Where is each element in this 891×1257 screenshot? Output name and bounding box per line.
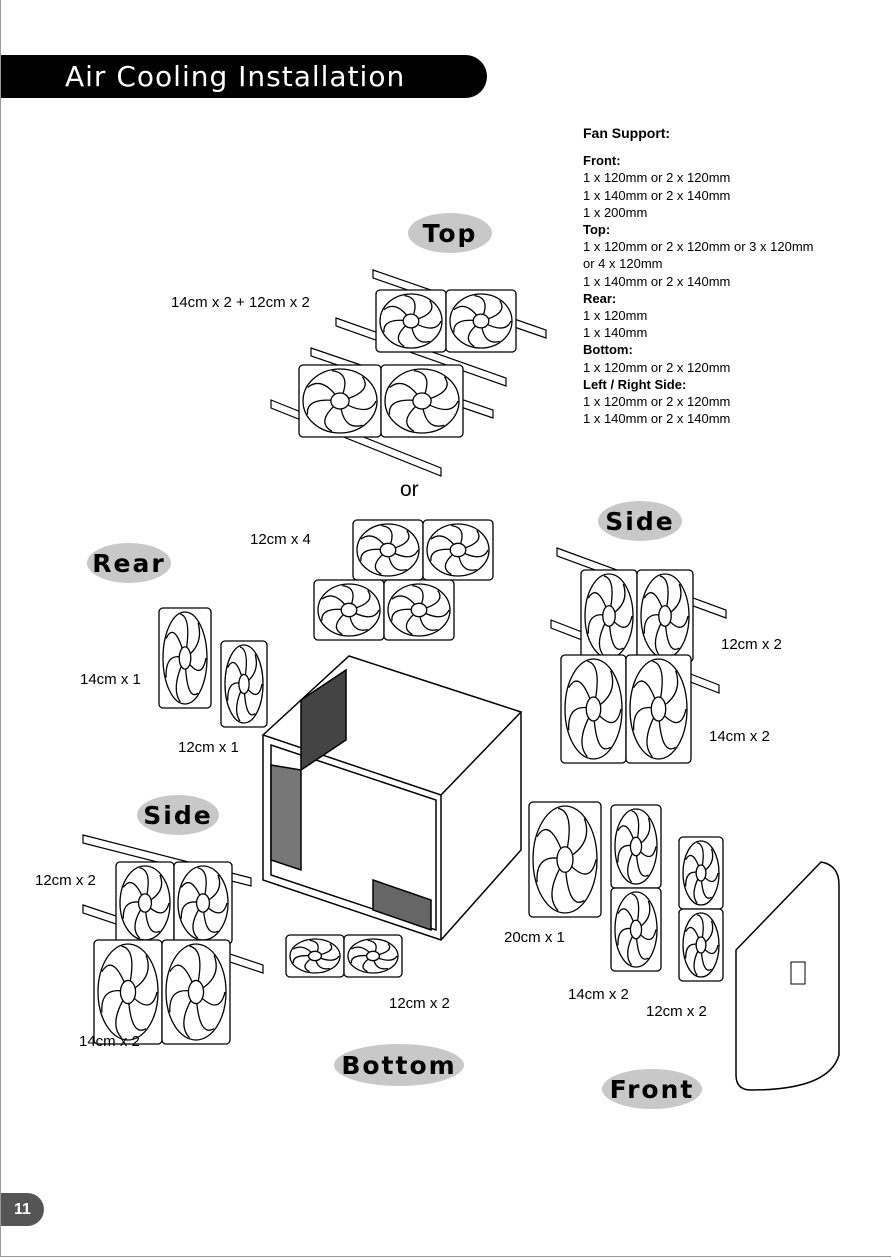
spec-heading: Bottom:	[583, 342, 633, 358]
fan-label: 14cm x 2	[568, 986, 629, 1003]
fan-icon	[375, 289, 447, 353]
fan-icon	[343, 934, 403, 978]
section-header: Air Cooling Installation	[1, 55, 487, 98]
spec-line: 1 x 120mm or 2 x 120mm	[583, 394, 731, 410]
fan-label: 12cm x 2	[646, 1003, 707, 1020]
fan-icon	[313, 579, 385, 641]
fan-icon	[580, 569, 638, 663]
position-label-side-left: Side	[137, 795, 219, 835]
section-title: Air Cooling Installation	[65, 60, 406, 93]
spec-line: 1 x 120mm or 2 x 120mm or 3 x 120mm	[583, 239, 814, 255]
fan-icon	[380, 364, 464, 438]
spec-line: 1 x 120mm or 2 x 120mm	[583, 170, 731, 186]
front-fan-140a	[610, 804, 662, 889]
front-fan-140b	[610, 887, 662, 972]
fan-label: 12cm x 4	[250, 531, 311, 548]
spec-line: 1 x 200mm	[583, 204, 648, 220]
fan-icon	[445, 289, 517, 353]
pc-case	[261, 655, 523, 942]
fan-label: 14cm x 2 + 12cm x 2	[171, 294, 310, 311]
position-label-top: Top	[408, 213, 492, 253]
fan-icon	[383, 579, 455, 641]
position-label-bottom: Bottom	[334, 1044, 464, 1086]
front-panel	[735, 861, 840, 1091]
fan-label: 12cm x 2	[389, 995, 450, 1012]
spec-line: or 4 x 120mm	[583, 256, 663, 272]
spec-line: 1 x 140mm or 2 x 140mm	[583, 187, 731, 203]
fan-icon	[93, 939, 163, 1045]
spec-line: 1 x 140mm	[583, 325, 648, 341]
position-label-side-right: Side	[598, 501, 682, 541]
spec-heading: Rear:	[583, 290, 617, 306]
fan-label: 14cm x 1	[80, 671, 141, 688]
fan-icon	[173, 861, 233, 945]
fan-icon	[560, 654, 627, 764]
rear-fan-120	[220, 640, 268, 728]
power-button-icon	[790, 961, 806, 985]
fan-icon	[625, 654, 692, 764]
spec-heading: Left / Right Side:	[583, 376, 687, 392]
fan-label: 12cm x 1	[178, 739, 239, 756]
or-text: or	[400, 478, 419, 501]
fan-label: 14cm x 2	[79, 1033, 140, 1050]
fan-icon	[422, 519, 494, 581]
fan-icon	[161, 939, 231, 1045]
spec-heading: Front:	[583, 153, 621, 169]
fan-support-title: Fan Support:	[583, 125, 671, 141]
rear-fan-140	[158, 607, 212, 709]
spec-heading: Top:	[583, 222, 611, 238]
page-number: 11	[1, 1193, 44, 1226]
fan-label: 12cm x 2	[721, 636, 782, 653]
front-fan-120a	[678, 836, 724, 910]
fan-icon	[285, 934, 345, 978]
fan-icon	[636, 569, 694, 663]
fan-icon	[298, 364, 382, 438]
position-label-front: Front	[602, 1069, 702, 1109]
fan-label: 14cm x 2	[709, 728, 770, 745]
fan-label: 12cm x 2	[35, 872, 96, 889]
spec-line: 1 x 120mm or 2 x 120mm	[583, 359, 731, 375]
fan-label: 20cm x 1	[504, 929, 565, 946]
front-fan-120b	[678, 908, 724, 982]
position-label-rear: Rear	[87, 543, 171, 583]
front-fan-200	[528, 801, 602, 918]
spec-line: 1 x 140mm or 2 x 140mm	[583, 273, 731, 289]
fan-icon	[352, 519, 424, 581]
spec-line: 1 x 120mm	[583, 308, 648, 324]
fan-icon	[115, 861, 175, 945]
fan-support-list: Fan Support: Front:1 x 120mm or 2 x 120m…	[583, 125, 813, 427]
spec-line: 1 x 140mm or 2 x 140mm	[583, 411, 731, 427]
